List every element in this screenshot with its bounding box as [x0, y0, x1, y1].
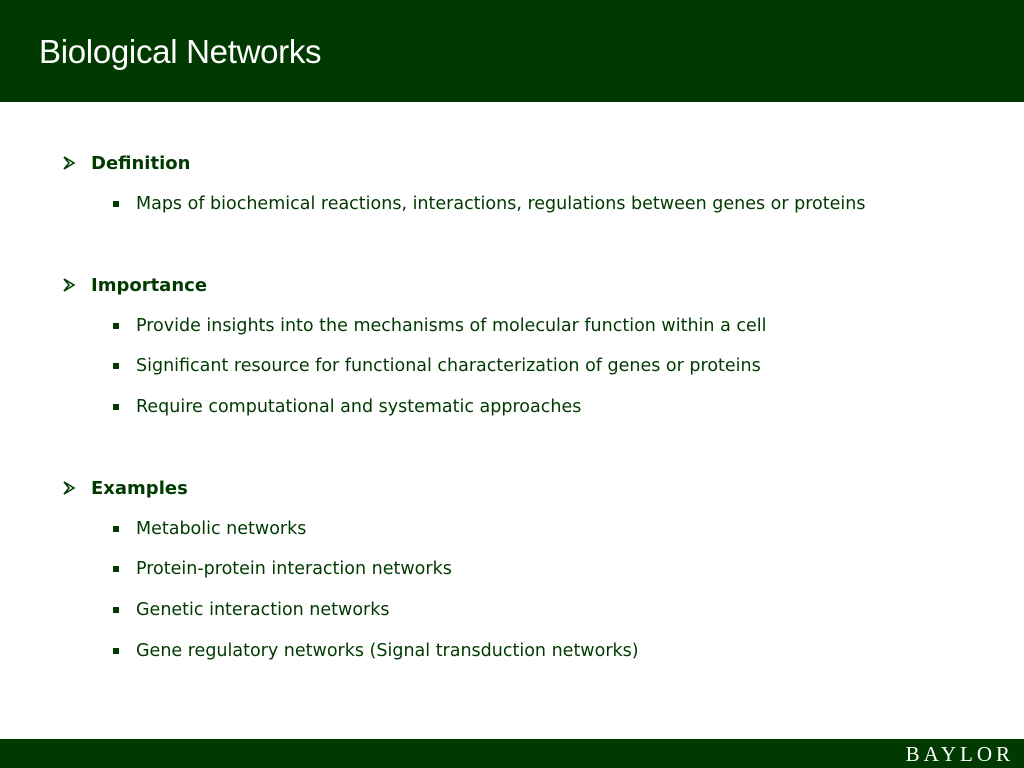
square-bullet-icon: [113, 363, 119, 369]
title-bar: Biological Networks: [0, 0, 1024, 102]
footer-bar: BAYLOR: [0, 739, 1024, 768]
list-item-text: Protein-protein interaction networks: [136, 559, 452, 579]
square-bullet-icon: [113, 648, 119, 654]
list-item-text: Require computational and systematic app…: [136, 397, 582, 417]
arrowhead-bullet-icon: [63, 156, 76, 170]
list-item-text: Genetic interaction networks: [136, 600, 390, 620]
square-bullet-icon: [113, 404, 119, 410]
list-item-text: Gene regulatory networks (Signal transdu…: [136, 641, 639, 661]
section-heading-importance: Importance: [62, 273, 207, 297]
section-heading-definition: Definition: [62, 151, 190, 175]
list-item: Gene regulatory networks (Signal transdu…: [113, 639, 639, 663]
section-heading-label: Examples: [91, 477, 188, 499]
list-item: Genetic interaction networks: [113, 598, 390, 622]
arrowhead-bullet-icon: [63, 481, 76, 495]
list-item-text: Metabolic networks: [136, 519, 307, 539]
list-item-text: Provide insights into the mechanisms of …: [136, 316, 767, 336]
square-bullet-icon: [113, 323, 119, 329]
list-item: Protein-protein interaction networks: [113, 557, 452, 581]
square-bullet-icon: [113, 566, 119, 572]
list-item: Significant resource for functional char…: [113, 354, 761, 378]
list-item: Maps of biochemical reactions, interacti…: [113, 192, 865, 216]
list-item: Provide insights into the mechanisms of …: [113, 314, 766, 338]
list-item: Require computational and systematic app…: [113, 395, 581, 419]
square-bullet-icon: [113, 526, 119, 532]
list-item: Metabolic networks: [113, 517, 306, 541]
list-item-text: Significant resource for functional char…: [136, 356, 761, 376]
section-heading-label: Importance: [91, 274, 208, 296]
square-bullet-icon: [113, 607, 119, 613]
slide-title: Biological Networks: [39, 33, 322, 70]
section-heading-label: Definition: [91, 152, 191, 174]
brand-logo: BAYLOR: [905, 742, 1014, 766]
section-heading-examples: Examples: [62, 476, 188, 500]
list-item-text: Maps of biochemical reactions, interacti…: [136, 194, 866, 214]
square-bullet-icon: [113, 201, 119, 207]
arrowhead-bullet-icon: [63, 278, 76, 292]
